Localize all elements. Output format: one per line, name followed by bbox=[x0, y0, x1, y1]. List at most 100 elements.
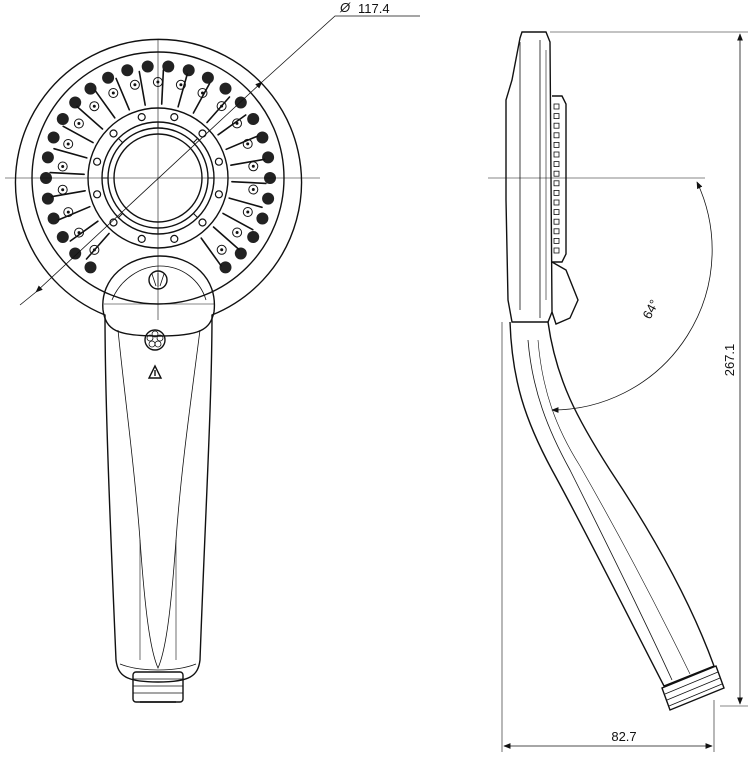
angle-value: 64° bbox=[639, 297, 661, 321]
inner-dot bbox=[137, 234, 146, 243]
side-view: 64° 267.1 82.7 bbox=[488, 31, 748, 752]
side-nozzle bbox=[553, 189, 560, 196]
nozzle-dot bbox=[162, 60, 175, 73]
nozzle-dot bbox=[256, 131, 269, 144]
nozzle-core bbox=[246, 210, 250, 214]
ring-tick bbox=[118, 138, 123, 143]
nozzle-core bbox=[61, 188, 65, 192]
nozzle-core bbox=[220, 248, 224, 252]
side-knob-profile[interactable] bbox=[551, 261, 579, 325]
nozzle-dot bbox=[84, 261, 97, 274]
side-nozzle bbox=[553, 237, 560, 244]
diameter-value: 117.4 bbox=[358, 1, 390, 16]
side-nozzle bbox=[553, 103, 560, 110]
nozzle-core bbox=[246, 142, 250, 146]
nozzle-blade bbox=[57, 205, 91, 221]
side-nozzle bbox=[553, 151, 560, 158]
side-nozzle bbox=[553, 122, 560, 129]
width-value: 82.7 bbox=[611, 729, 636, 744]
inner-dot bbox=[214, 157, 223, 166]
nozzle-core bbox=[251, 188, 255, 191]
side-nozzle bbox=[553, 228, 560, 235]
inner-dot bbox=[92, 190, 102, 199]
nozzle-dot bbox=[41, 151, 54, 164]
side-nozzle bbox=[553, 132, 560, 139]
nozzle-blade bbox=[225, 135, 259, 151]
nozzle-blade bbox=[228, 197, 263, 209]
nozzle-dot bbox=[121, 64, 134, 77]
side-nozzle bbox=[553, 180, 560, 187]
front-outline bbox=[14, 38, 303, 683]
inner-dot bbox=[137, 112, 146, 122]
diameter-symbol-icon: Ø bbox=[339, 0, 351, 15]
nozzle-core bbox=[61, 165, 65, 168]
side-nozzle bbox=[553, 141, 560, 148]
nozzle-dot bbox=[69, 96, 82, 109]
nozzle-dot bbox=[219, 82, 232, 95]
nozzle-blade bbox=[49, 171, 85, 176]
nozzle-dot bbox=[56, 113, 69, 125]
side-handle-outline bbox=[509, 321, 715, 687]
nozzle-blade bbox=[85, 232, 110, 260]
nozzle-dot bbox=[47, 131, 60, 144]
handle-inner-contour bbox=[117, 329, 201, 669]
inner-dot bbox=[198, 218, 207, 227]
nozzle-core bbox=[66, 142, 70, 146]
nozzle-dot bbox=[102, 71, 115, 84]
nozzle-blade bbox=[192, 82, 211, 114]
nozzle-dot bbox=[56, 231, 69, 243]
nozzle-dot bbox=[256, 212, 269, 225]
flower-icon bbox=[144, 329, 166, 351]
nozzle-core bbox=[251, 164, 255, 168]
nozzle-blade bbox=[62, 125, 94, 144]
angle-arc bbox=[551, 181, 713, 413]
height-value: 267.1 bbox=[722, 344, 737, 377]
nozzle-dot bbox=[69, 247, 82, 260]
nozzle-dot bbox=[219, 261, 232, 274]
nozzle-dot bbox=[141, 60, 154, 73]
inner-dot bbox=[109, 129, 118, 138]
nozzle-blade bbox=[50, 190, 86, 198]
side-spray-face bbox=[552, 95, 567, 263]
side-nozzle bbox=[553, 113, 560, 119]
nozzle-core bbox=[92, 104, 96, 108]
nozzle-blade bbox=[230, 158, 266, 166]
nozzle-core bbox=[235, 231, 239, 234]
nozzle-blade bbox=[160, 69, 165, 105]
nozzle-dot bbox=[247, 231, 260, 243]
front-view: Ø 117.4 bbox=[5, 0, 420, 703]
nozzle-dot bbox=[262, 151, 275, 164]
nozzle-blade bbox=[138, 70, 146, 106]
side-nozzles bbox=[553, 103, 560, 254]
nozzle-blade bbox=[206, 96, 231, 124]
nozzle-core bbox=[77, 122, 81, 125]
diameter-leader bbox=[35, 81, 263, 293]
side-head-outline bbox=[505, 31, 553, 323]
ring-tick bbox=[118, 213, 123, 218]
nozzle-dot bbox=[41, 192, 54, 205]
inner-dot bbox=[170, 112, 179, 122]
side-nozzle bbox=[553, 199, 560, 206]
nozzle-dot bbox=[47, 212, 60, 225]
side-nozzle bbox=[553, 170, 560, 177]
nozzle-dot bbox=[201, 71, 214, 84]
nozzle-core bbox=[111, 91, 115, 95]
nozzle-blade bbox=[231, 180, 267, 185]
nozzle-blade bbox=[177, 73, 189, 108]
selector-knob[interactable] bbox=[102, 255, 216, 337]
inner-dot bbox=[198, 129, 207, 138]
nozzle-blade bbox=[212, 226, 240, 251]
nozzle-core bbox=[66, 210, 70, 214]
nozzle-blade bbox=[222, 212, 254, 231]
nozzle-dot bbox=[247, 113, 260, 125]
nozzle-core bbox=[179, 83, 183, 87]
side-nozzle bbox=[553, 218, 560, 225]
nozzle-core bbox=[133, 83, 137, 87]
inner-dot bbox=[214, 190, 223, 199]
inner-dot bbox=[92, 157, 102, 166]
nozzle-dot bbox=[262, 192, 275, 205]
nozzle-blade bbox=[53, 147, 88, 159]
side-nozzle bbox=[553, 209, 560, 216]
nozzle-dot bbox=[234, 247, 247, 260]
